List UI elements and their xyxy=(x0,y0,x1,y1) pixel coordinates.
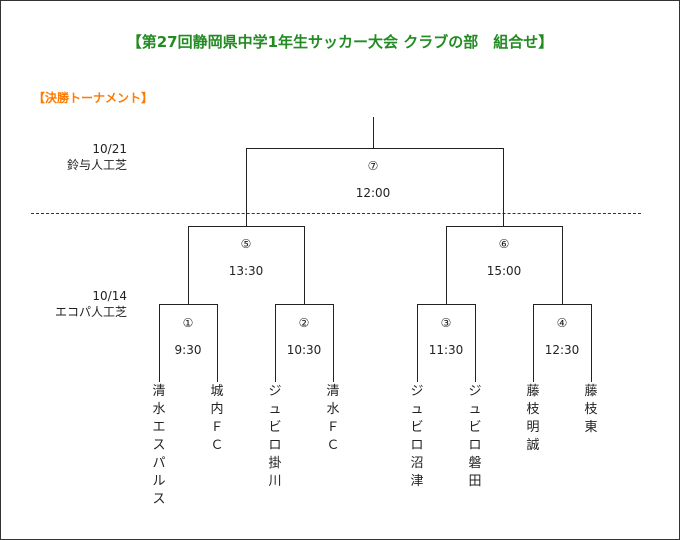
venue-date: 10/21 xyxy=(92,142,127,156)
match-5-time: 13:30 xyxy=(228,264,264,278)
match-5-number: ⑤ xyxy=(240,237,252,251)
team-name: 清水エスパルス xyxy=(152,384,166,507)
match-7-time: 12:00 xyxy=(355,186,391,200)
match-6-time: 15:00 xyxy=(486,264,522,278)
venue-date: 10/14 xyxy=(92,289,127,303)
match-4-time: 12:30 xyxy=(544,343,580,357)
qf3-line-a xyxy=(417,304,418,382)
qf4-line-b xyxy=(591,304,592,382)
page-title: 【第27回静岡県中学1年生サッカー大会 クラブの部 組合せ】 xyxy=(126,33,554,51)
section-title: 【決勝トーナメント】 xyxy=(33,91,154,105)
final-bar xyxy=(246,148,503,149)
team-name: 藤枝明誠 xyxy=(526,384,540,453)
semi-left-bar xyxy=(188,226,304,227)
team-name: ジュビロ掛川 xyxy=(268,384,282,489)
qf2-line-b xyxy=(333,304,334,382)
qf4-bar xyxy=(533,304,591,305)
team-name: 藤枝東 xyxy=(584,384,598,435)
qf2-bar xyxy=(275,304,333,305)
venue-final: 10/21 鈴与人工芝 xyxy=(67,141,127,173)
match-3-number: ③ xyxy=(440,316,452,330)
qf1-bar xyxy=(159,304,217,305)
venue-first: 10/14 エコパ人工芝 xyxy=(55,288,127,320)
qf2-line-a xyxy=(275,304,276,382)
match-1-time: 9:30 xyxy=(174,343,202,357)
semi-right-line-a xyxy=(446,226,447,304)
qf4-line-a xyxy=(533,304,534,382)
match-4-number: ④ xyxy=(556,316,568,330)
match-1-number: ① xyxy=(182,316,194,330)
semi-left-line-a xyxy=(188,226,189,304)
final-right-line xyxy=(503,148,504,226)
team-name: ジュビロ沼津 xyxy=(410,384,424,489)
match-6-number: ⑥ xyxy=(498,237,510,251)
match-3-time: 11:30 xyxy=(428,343,464,357)
venue-place: 鈴与人工芝 xyxy=(66,158,127,172)
match-2-number: ② xyxy=(298,316,310,330)
qf1-line-b xyxy=(217,304,218,382)
match-7-number: ⑦ xyxy=(367,159,379,173)
team-name: ジュビロ磐田 xyxy=(468,384,482,489)
round-divider xyxy=(31,213,641,214)
final-left-line xyxy=(246,148,247,226)
qf3-line-b xyxy=(475,304,476,382)
qf1-line-a xyxy=(159,304,160,382)
semi-right-line-b xyxy=(562,226,563,304)
champion-line xyxy=(373,117,374,148)
semi-left-line-b xyxy=(304,226,305,304)
semi-right-bar xyxy=(446,226,562,227)
venue-place: エコパ人工芝 xyxy=(54,305,127,319)
qf3-bar xyxy=(417,304,475,305)
match-2-time: 10:30 xyxy=(286,343,322,357)
